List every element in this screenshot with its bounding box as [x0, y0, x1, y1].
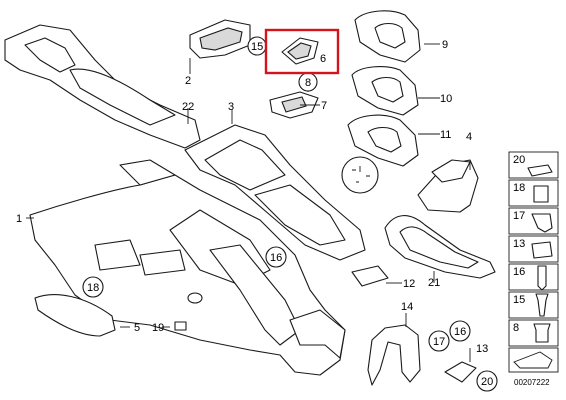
callout-11: 11: [440, 129, 451, 141]
part-19-clip: [174, 321, 187, 331]
callout-6: 6: [320, 53, 326, 65]
callout-20: 20: [481, 376, 493, 388]
part-3-trim-panel: [184, 124, 366, 261]
callout-4: 4: [466, 131, 472, 143]
callout-17: 17: [433, 336, 445, 348]
part-5-cover: [34, 294, 116, 337]
callout-13: 13: [476, 343, 488, 355]
callout-7: 7: [321, 100, 327, 112]
callout-10: 10: [440, 93, 452, 105]
legend-part-15: [535, 293, 549, 317]
hardware-legend: 20 18 17 13 16 15 8 00207222: [508, 151, 559, 387]
reference-number: 00207222: [514, 378, 550, 387]
callout-8: 8: [305, 77, 311, 89]
part-9-gear-trim: [354, 10, 421, 63]
callout-1: 1: [16, 213, 22, 225]
legend-label-16: 16: [513, 266, 525, 278]
part-2-holder: [189, 19, 251, 59]
callout-16a: 16: [270, 252, 282, 264]
callout-5: 5: [134, 322, 140, 334]
callout-18: 18: [87, 282, 99, 294]
legend-part-20: [527, 164, 553, 177]
callout-2: 2: [185, 75, 191, 87]
part-7: [269, 91, 319, 119]
legend-label-13: 13: [513, 238, 525, 250]
legend-label-18: 18: [513, 182, 525, 194]
callout-15: 15: [251, 41, 263, 53]
callouts: 1 2 3 4 5 6 7 9 10 11 12 13 14 19 21 22: [16, 39, 488, 355]
leader-lines: [26, 43, 471, 362]
callout-9: 9: [442, 39, 448, 51]
callout-12: 12: [403, 278, 415, 290]
part-21-trim-ring: [384, 215, 496, 279]
part-10-gear-trim: [351, 66, 419, 116]
legend-wedge-icon: [513, 351, 553, 369]
part-4-shift-boot: [417, 159, 479, 213]
part-11-gear-boot-frame: [341, 114, 419, 194]
legend-label-17: 17: [513, 210, 525, 222]
part-trim-rail: [4, 24, 201, 149]
legend-part-13: [531, 241, 553, 259]
legend-label-8: 8: [513, 322, 519, 334]
legend-part-18: [533, 185, 549, 203]
callout-19: 19: [152, 322, 164, 334]
callout-3: 3: [228, 101, 234, 113]
legend-label-15: 15: [513, 294, 525, 306]
part-12-pad: [351, 265, 389, 287]
legend-part-8: [533, 323, 551, 343]
part-14-bracket: [367, 324, 421, 386]
highlight-box: [264, 28, 340, 75]
legend-label-20: 20: [513, 154, 525, 166]
legend-part-17: [531, 213, 553, 233]
part-center-console: [29, 159, 346, 376]
part-13-pad: [444, 361, 477, 383]
circled-callouts: 15 8 16 18 16 17 20: [82, 36, 498, 392]
callout-14: 14: [401, 301, 413, 313]
callout-16b: 16: [454, 326, 466, 338]
legend-part-16: [537, 265, 547, 291]
part-6: [281, 37, 319, 65]
callout-21: 21: [428, 277, 440, 289]
callout-22: 22: [182, 101, 194, 113]
